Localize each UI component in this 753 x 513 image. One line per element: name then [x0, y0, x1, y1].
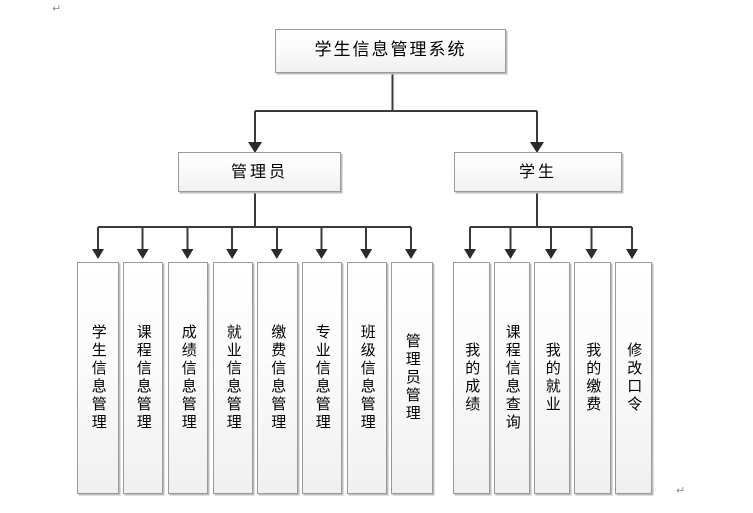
node-administrator[interactable]: 管理员 — [178, 152, 341, 192]
paragraph-mark-top: ↵ — [52, 2, 62, 15]
node-label: 课程信息管理 — [134, 324, 153, 432]
node-payment-info-management[interactable]: 缴费信息管理 — [257, 262, 298, 494]
node-class-info-management[interactable]: 班级信息管理 — [347, 262, 387, 494]
paragraph-mark-bottom: ↵ — [676, 484, 686, 497]
node-label: 我的就业 — [543, 342, 562, 414]
node-label: 就业信息管理 — [224, 324, 243, 432]
node-my-payment[interactable]: 我的缴费 — [574, 262, 611, 494]
node-label: 学生 — [518, 161, 557, 181]
node-course-info-management[interactable]: 课程信息管理 — [123, 262, 163, 494]
node-administrator-management[interactable]: 管理员管理 — [391, 262, 433, 494]
node-label: 学生信息管理系统 — [314, 40, 467, 61]
node-label: 成绩信息管理 — [179, 324, 198, 432]
node-change-password[interactable]: 修改口令 — [615, 262, 652, 494]
node-grade-info-management[interactable]: 成绩信息管理 — [168, 262, 208, 494]
node-my-employment[interactable]: 我的就业 — [534, 262, 570, 494]
node-employment-info-management[interactable]: 就业信息管理 — [213, 262, 253, 494]
node-label: 我的缴费 — [584, 342, 603, 414]
node-label: 修改口令 — [625, 342, 644, 414]
node-student-info-management[interactable]: 学生信息管理 — [77, 262, 119, 494]
node-label: 管理员 — [230, 161, 288, 181]
node-root-system[interactable]: 学生信息管理系统 — [275, 29, 506, 73]
node-label: 学生信息管理 — [89, 324, 108, 432]
node-label: 课程信息查询 — [503, 324, 522, 432]
node-label: 专业信息管理 — [313, 324, 332, 432]
node-label: 班级信息管理 — [358, 324, 377, 432]
node-label: 我的成绩 — [463, 342, 482, 414]
node-label: 缴费信息管理 — [269, 324, 288, 432]
node-label: 管理员管理 — [403, 333, 422, 423]
node-student[interactable]: 学生 — [454, 152, 622, 192]
node-course-info-query[interactable]: 课程信息查询 — [494, 262, 530, 494]
node-major-info-management[interactable]: 专业信息管理 — [302, 262, 342, 494]
node-my-grades[interactable]: 我的成绩 — [453, 262, 490, 494]
